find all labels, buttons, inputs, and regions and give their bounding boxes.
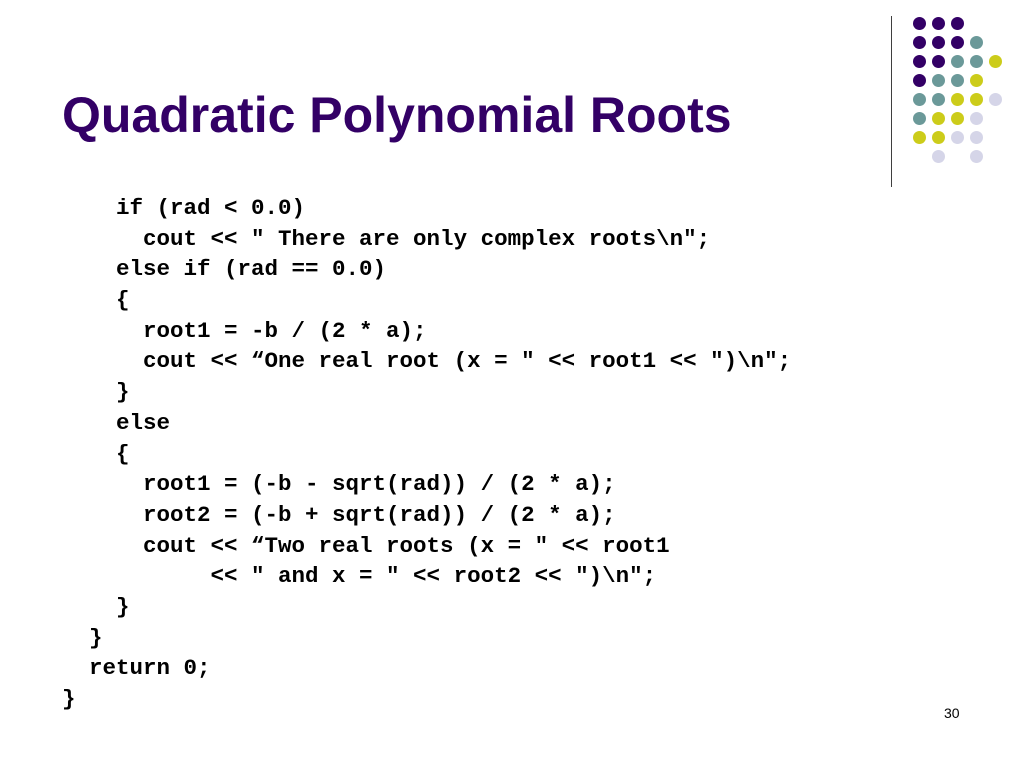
decorative-dot-grid	[0, 0, 1024, 200]
code-line: cout << “Two real roots (x = " << root1	[62, 532, 670, 559]
dot-teal	[931, 92, 945, 106]
code-line: }	[62, 686, 76, 712]
dot-lavender	[969, 111, 983, 125]
title-divider-line	[891, 16, 892, 187]
dot-olive	[912, 130, 926, 144]
dot-lavender	[931, 149, 945, 163]
slide-title: Quadratic Polynomial Roots	[62, 87, 732, 143]
code-line: root2 = (-b + sqrt(rad)) / (2 * a);	[62, 501, 616, 528]
dot-purple	[912, 16, 926, 30]
code-line: }	[62, 593, 130, 620]
code-line: }	[62, 379, 130, 406]
dot-purple	[950, 35, 964, 49]
dot-lavender	[969, 130, 983, 144]
dot-olive	[969, 92, 983, 106]
dot-purple	[912, 54, 926, 68]
dot-purple	[931, 16, 945, 30]
dot-teal	[969, 35, 983, 49]
code-block: if (rad < 0.0) cout << " There are only …	[62, 193, 791, 715]
code-line: if (rad < 0.0)	[62, 195, 306, 221]
code-line: {	[62, 440, 130, 467]
code-line: root1 = -b / (2 * a);	[62, 317, 427, 344]
dot-teal	[931, 73, 945, 87]
dot-teal	[912, 111, 926, 125]
dot-purple	[912, 73, 926, 87]
code-line: cout << “One real root (x = " << root1 <…	[62, 348, 792, 375]
dot-teal	[912, 92, 926, 106]
dot-olive	[950, 92, 964, 106]
code-line: {	[62, 287, 130, 314]
dot-olive	[969, 73, 983, 87]
code-line: }	[62, 624, 103, 651]
code-line: else	[62, 409, 171, 436]
code-line: << " and x = " << root2 << ")\n";	[62, 563, 657, 590]
dot-purple	[950, 16, 964, 30]
dot-teal	[969, 54, 983, 68]
code-line: else if (rad == 0.0)	[62, 256, 387, 283]
dot-olive	[931, 111, 945, 125]
dot-olive	[931, 130, 945, 144]
dot-olive	[988, 54, 1002, 68]
code-line: cout << " There are only complex roots\n…	[62, 225, 711, 252]
code-line: root1 = (-b - sqrt(rad)) / (2 * a);	[62, 471, 616, 498]
dot-purple	[931, 35, 945, 49]
dot-purple	[912, 35, 926, 49]
dot-lavender	[950, 130, 964, 144]
code-line: return 0;	[62, 655, 211, 682]
dot-lavender	[969, 149, 983, 163]
dot-teal	[950, 73, 964, 87]
dot-lavender	[988, 92, 1002, 106]
dot-purple	[931, 54, 945, 68]
dot-olive	[950, 111, 964, 125]
page-number: 30	[944, 705, 960, 721]
dot-teal	[950, 54, 964, 68]
